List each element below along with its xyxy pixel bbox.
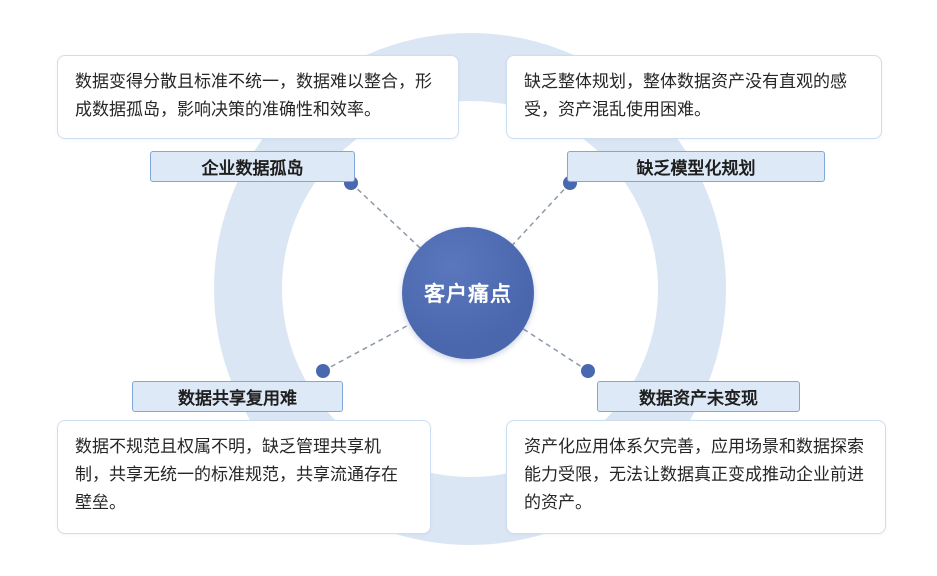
node-title-data-assets-not-monetized: 数据资产未变现 (597, 381, 800, 412)
connector-top-right (467, 182, 571, 294)
node-dot-data-sharing-reuse-difficulty (316, 364, 330, 378)
node-description-text: 数据不规范且权属不明，缺乏管理共享机制，共享无统一的标准规范，共享流通存在壁垒。 (75, 437, 398, 513)
node-description-lack-of-model-planning: 缺乏整体规划，整体数据资产没有直观的感受，资产混乱使用困难。 (506, 55, 882, 139)
node-title-lack-of-model-planning: 缺乏模型化规划 (567, 151, 825, 182)
node-description-text: 资产化应用体系欠完善，应用场景和数据探索能力受限，无法让数据真正变成推动企业前进… (524, 437, 864, 513)
node-title-text: 数据资产未变现 (639, 389, 758, 408)
center-label: 客户痛点 (424, 283, 512, 306)
node-description-data-assets-not-monetized: 资产化应用体系欠完善，应用场景和数据探索能力受限，无法让数据真正变成推动企业前进… (506, 420, 886, 534)
node-description-enterprise-data-silo: 数据变得分散且标准不统一，数据难以整合，形成数据孤岛，影响决策的准确性和效率。 (57, 55, 459, 139)
node-description-text: 数据变得分散且标准不统一，数据难以整合，形成数据孤岛，影响决策的准确性和效率。 (75, 72, 432, 120)
node-title-text: 缺乏模型化规划 (636, 159, 756, 178)
node-title-text: 企业数据孤岛 (201, 159, 304, 178)
node-description-text: 缺乏整体规划，整体数据资产没有直观的感受，资产混乱使用困难。 (524, 72, 847, 120)
node-description-data-sharing-reuse-difficulty: 数据不规范且权属不明，缺乏管理共享机制，共享无统一的标准规范，共享流通存在壁垒。 (57, 420, 431, 534)
node-title-data-sharing-reuse-difficulty: 数据共享复用难 (132, 381, 343, 412)
node-dot-data-assets-not-monetized (581, 364, 595, 378)
center-circle: 客户痛点 (402, 227, 534, 359)
node-title-text: 数据共享复用难 (178, 389, 297, 408)
node-title-enterprise-data-silo: 企业数据孤岛 (150, 151, 355, 182)
